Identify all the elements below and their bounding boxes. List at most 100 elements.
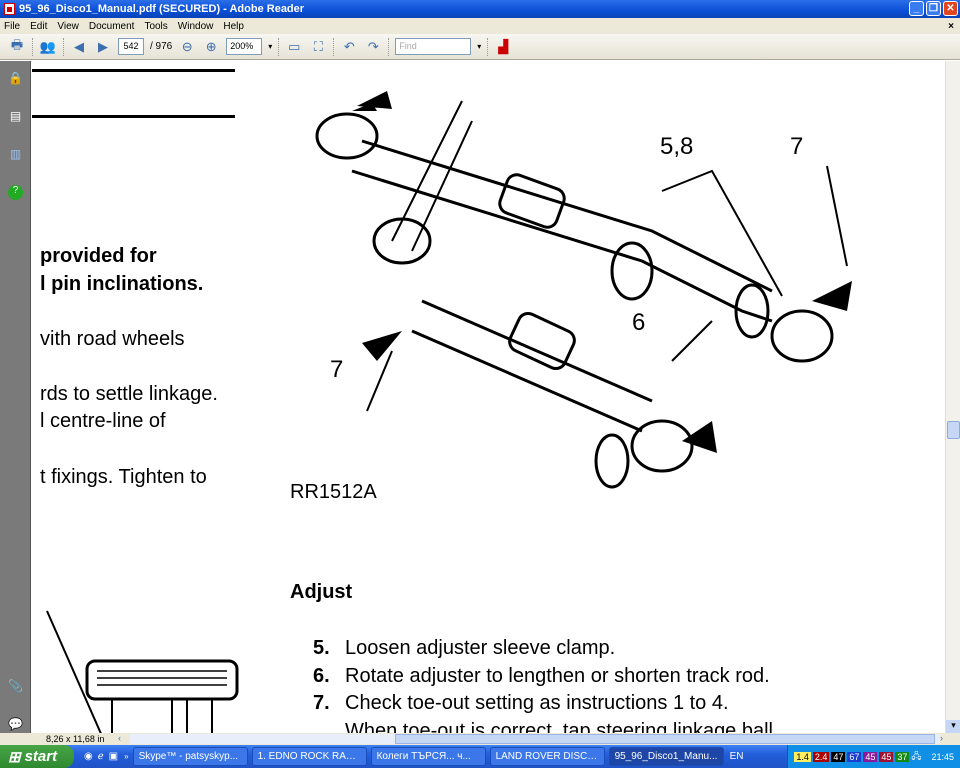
close-document-icon[interactable]: × bbox=[948, 20, 954, 32]
task-adobe-reader[interactable]: 95_96_Disco1_Manu... bbox=[608, 747, 724, 766]
close-button[interactable]: ✕ bbox=[943, 1, 958, 16]
help-icon[interactable]: ? bbox=[8, 185, 23, 200]
system-tray: 1.4 2.4 47 67 45 45 37 🖧 21:45 bbox=[787, 745, 960, 768]
step-number: 6. bbox=[313, 665, 330, 687]
vertical-scrollbar[interactable]: ▾ bbox=[945, 61, 960, 733]
menu-edit[interactable]: Edit bbox=[30, 20, 48, 32]
step-text: Check toe-out setting as instructions 1 … bbox=[345, 692, 729, 714]
menu-file[interactable]: File bbox=[4, 20, 21, 32]
figure-id: RR1512A bbox=[290, 481, 377, 503]
tray-value[interactable]: 45 bbox=[863, 751, 878, 762]
tray-value[interactable]: 45 bbox=[879, 751, 894, 762]
language-indicator[interactable]: EN bbox=[729, 751, 744, 762]
zoom-select[interactable]: 200% bbox=[226, 38, 263, 55]
section-heading: Adjust bbox=[290, 581, 353, 603]
body-text: vith road wheels bbox=[40, 328, 185, 350]
page-size: 8,26 x 11,68 in bbox=[46, 734, 105, 744]
leader-line bbox=[661, 169, 783, 297]
task-winamp[interactable]: 1. EDNO ROCK RAD... bbox=[251, 747, 367, 766]
tray-value[interactable]: 2.4 bbox=[812, 751, 830, 762]
scroll-right-icon[interactable]: › bbox=[940, 733, 943, 743]
taskbar: ⊞start ◉ ℯ ▣ » Skype™ - patsyskyp... 1. … bbox=[0, 745, 960, 768]
fit-width-icon[interactable]: ▭ bbox=[288, 38, 301, 54]
body-text: provided for bbox=[40, 245, 157, 267]
page-total: / 976 bbox=[150, 41, 173, 52]
zoom-out-icon[interactable]: ⊖ bbox=[181, 38, 193, 54]
horizontal-scrollbar-thumb[interactable] bbox=[395, 734, 935, 744]
find-input[interactable]: Find bbox=[395, 38, 472, 55]
start-button[interactable]: ⊞start bbox=[0, 745, 74, 768]
pdf-icon bbox=[4, 3, 15, 15]
clamp bbox=[734, 283, 770, 339]
callout-label: 6 bbox=[632, 309, 646, 336]
minimize-button[interactable]: _ bbox=[909, 1, 924, 16]
tray-value[interactable]: 37 bbox=[895, 751, 910, 762]
page-number-input[interactable]: 542 bbox=[118, 38, 144, 55]
attachments-icon[interactable]: 📎 bbox=[8, 679, 23, 693]
previous-page-icon[interactable]: ◀ bbox=[74, 38, 84, 54]
next-page-icon[interactable]: ▶ bbox=[98, 38, 108, 54]
callout-label: 7 bbox=[330, 356, 344, 383]
scrollbar-thumb[interactable] bbox=[947, 421, 960, 439]
callout-label: 7 bbox=[790, 133, 804, 160]
ball-joint bbox=[372, 217, 432, 265]
print-icon[interactable]: 🖶 bbox=[10, 36, 24, 52]
menu-view[interactable]: View bbox=[57, 20, 79, 32]
quicklaunch-ie-icon[interactable]: ℯ bbox=[97, 751, 104, 762]
ball-joint bbox=[630, 419, 694, 473]
body-text: l pin inclinations. bbox=[40, 273, 204, 295]
document-page: provided for l pin inclinations. vith ro… bbox=[32, 61, 945, 733]
steering-linkage-diagram bbox=[315, 91, 852, 489]
body-text: t fixings. Tighten to bbox=[40, 466, 207, 488]
menu-help[interactable]: Help bbox=[223, 20, 244, 32]
task-skype[interactable]: Skype™ - patsyskyp... bbox=[132, 747, 248, 766]
pedal-illustration bbox=[46, 610, 239, 733]
step-number: 7. bbox=[313, 692, 330, 714]
bookmarks-icon[interactable]: ▥ bbox=[9, 147, 22, 161]
step-number: 5. bbox=[313, 637, 330, 659]
leader-line bbox=[366, 350, 393, 412]
menu-tools[interactable]: Tools bbox=[144, 20, 168, 32]
adobe-acrobat-icon[interactable]: ▟ bbox=[498, 38, 509, 54]
start-label: start bbox=[24, 748, 58, 765]
menu-document[interactable]: Document bbox=[88, 20, 135, 32]
lock-icon[interactable]: 🔒 bbox=[8, 71, 23, 85]
rotate-left-icon[interactable]: ↶ bbox=[343, 38, 355, 54]
collaborate-icon[interactable]: 👥 bbox=[39, 38, 57, 54]
step-text: When toe-out is correct, tap steering li… bbox=[345, 720, 773, 733]
leader-line bbox=[671, 320, 713, 362]
quicklaunch-expand-icon[interactable]: » bbox=[124, 752, 129, 761]
step-text: Rotate adjuster to lengthen or shorten t… bbox=[345, 665, 770, 687]
status-bar: 8,26 x 11,68 in ‹ › bbox=[0, 733, 960, 745]
tray-value[interactable]: 47 bbox=[831, 751, 846, 762]
scroll-left-icon[interactable]: ‹ bbox=[118, 733, 121, 743]
step-text: Loosen adjuster sleeve clamp. bbox=[345, 637, 616, 659]
clamp bbox=[594, 433, 630, 489]
window-title: 95_96_Disco1_Manual.pdf (SECURED) - Adob… bbox=[19, 3, 305, 15]
scroll-down-icon[interactable]: ▾ bbox=[946, 720, 960, 733]
quicklaunch-app-icon[interactable]: ▣ bbox=[108, 751, 119, 762]
zoom-dropdown-icon[interactable]: ▾ bbox=[268, 42, 273, 51]
horizontal-scrollbar[interactable] bbox=[130, 734, 940, 744]
menu-window[interactable]: Window bbox=[177, 20, 214, 32]
direction-arrows bbox=[352, 91, 852, 453]
clamp bbox=[610, 241, 654, 301]
comments-icon[interactable]: 💬 bbox=[8, 717, 23, 731]
title-bar: 95_96_Disco1_Manual.pdf (SECURED) - Adob… bbox=[0, 0, 960, 18]
find-dropdown-icon[interactable]: ▾ bbox=[477, 42, 482, 51]
network-icon[interactable]: 🖧 bbox=[911, 750, 922, 761]
task-opera[interactable]: Колеги ТЪРСЯ... ч... bbox=[370, 747, 486, 766]
pages-icon[interactable]: ▤ bbox=[9, 109, 22, 123]
zoom-in-icon[interactable]: ⊕ bbox=[205, 38, 217, 54]
toolbar: 🖶 👥 ◀ ▶ 542 / 976 ⊖ ⊕ 200% ▾ ▭ ⛶ ↶ ↷ Fin… bbox=[0, 34, 960, 60]
tray-value[interactable]: 1.4 bbox=[794, 751, 811, 762]
task-folder[interactable]: LAND ROVER DISCO... bbox=[489, 747, 605, 766]
maximize-button[interactable]: ❐ bbox=[926, 1, 941, 16]
fit-page-icon[interactable]: ⛶ bbox=[313, 38, 323, 54]
quicklaunch-opera-icon[interactable]: ◉ bbox=[84, 751, 93, 762]
body-text: l centre-line of bbox=[40, 410, 166, 432]
navigation-panel: 🔒 ▤ ▥ ? 📎 💬 bbox=[0, 61, 31, 735]
tray-value[interactable]: 67 bbox=[847, 751, 862, 762]
rotate-right-icon[interactable]: ↷ bbox=[367, 38, 379, 54]
callout-label: 5,8 bbox=[660, 133, 694, 160]
